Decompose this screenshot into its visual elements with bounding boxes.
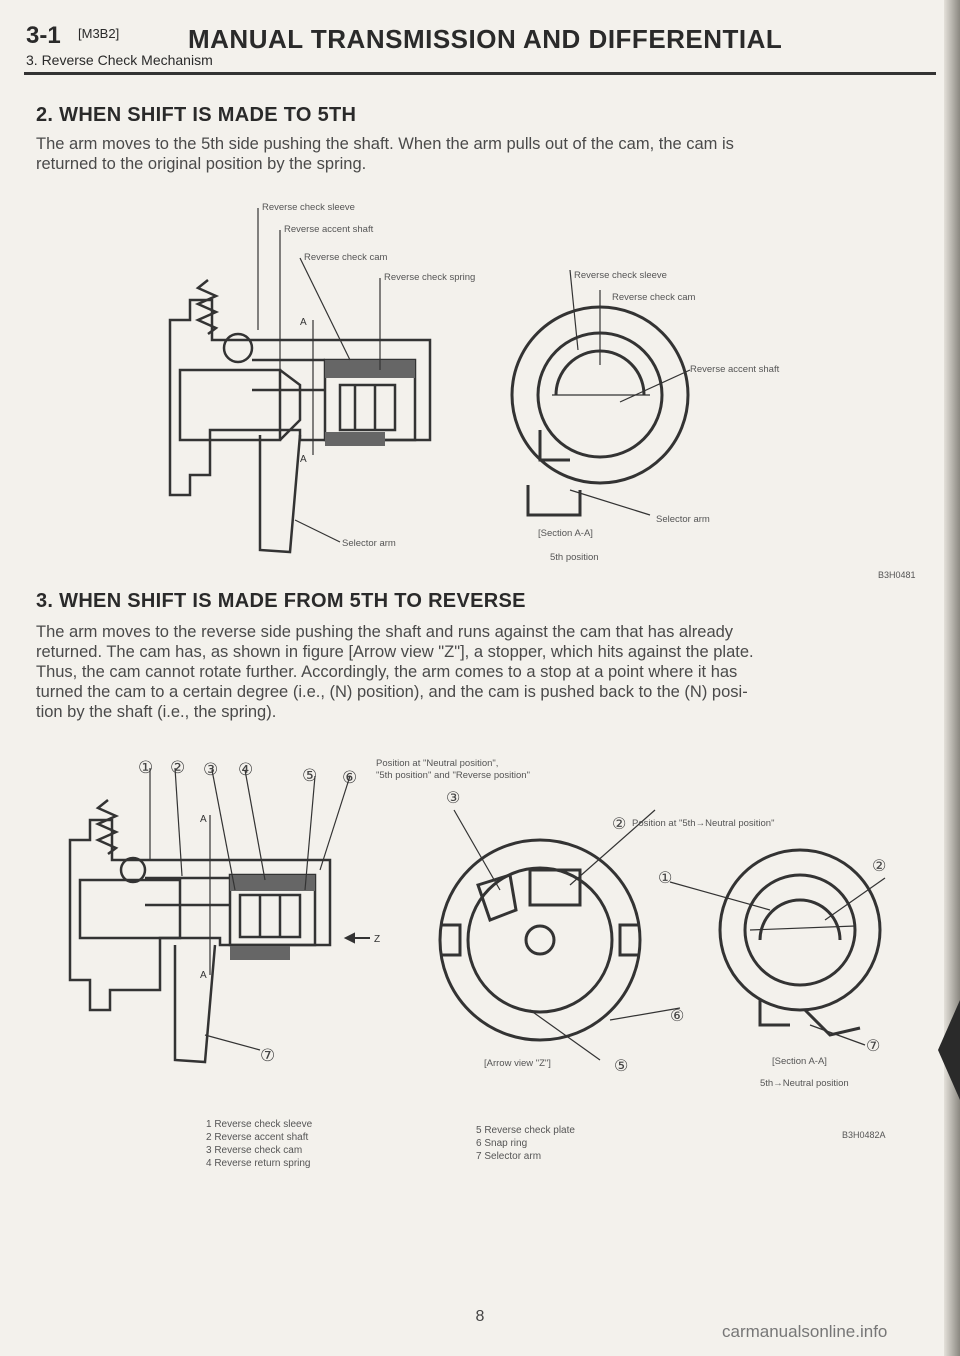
label-reverse-check-cam: Reverse check cam bbox=[304, 252, 388, 263]
label-5th-to-neutral-position: Position at "5th→Neutral position" bbox=[632, 818, 775, 829]
page-edge-shadow bbox=[944, 0, 960, 1356]
section-number: 3-1 bbox=[26, 22, 61, 49]
label-r-reverse-check-sleeve: Reverse check sleeve bbox=[574, 270, 667, 281]
section3-line-5: tion by the shaft (i.e., the spring). bbox=[36, 703, 277, 721]
label-positions-line1: Position at "Neutral position", bbox=[376, 758, 499, 769]
label-selector-arm: Selector arm bbox=[342, 538, 396, 549]
figure1-cross-section: A A bbox=[168, 208, 432, 554]
callout-2-5th-neutral: ② bbox=[612, 816, 627, 833]
figure1-section-aa bbox=[510, 269, 691, 517]
caption-5th-neutral-position: 5th→Neutral position bbox=[760, 1078, 849, 1089]
callout-6-view: ⑥ bbox=[670, 1008, 685, 1025]
figure1-code: B3H0481 bbox=[878, 570, 916, 580]
section2-line-1: The arm moves to the 5th side pushing th… bbox=[36, 135, 734, 153]
callout-1-view: ① bbox=[658, 870, 673, 887]
label-r-reverse-check-cam: Reverse check cam bbox=[612, 292, 696, 303]
legend-item: 2 Reverse accent shaft bbox=[206, 1132, 309, 1143]
label-r-reverse-accent-shaft: Reverse accent shaft bbox=[690, 364, 780, 375]
label-reverse-accent-shaft: Reverse accent shaft bbox=[284, 224, 374, 235]
legend-right: 5 Reverse check plate 6 Snap ring 7 Sele… bbox=[476, 1124, 575, 1163]
arrow-z-label: Z bbox=[374, 934, 380, 945]
section3-line-3: Thus, the cam cannot rotate further. Acc… bbox=[36, 663, 738, 681]
callout-2: ② bbox=[170, 758, 186, 777]
page-subtitle: 3. Reverse Check Mechanism bbox=[26, 52, 213, 68]
callout-5-view: ⑤ bbox=[614, 1058, 629, 1075]
caption-arrow-view-z: [Arrow view "Z"] bbox=[484, 1058, 551, 1069]
legend-item: 4 Reverse return spring bbox=[206, 1158, 311, 1169]
caption-section-aa-2: [Section A-A] bbox=[772, 1056, 827, 1067]
section3-line-2: returned. The cam has, as shown in figur… bbox=[36, 643, 754, 661]
legend-item: 5 Reverse check plate bbox=[476, 1125, 575, 1136]
legend-item: 3 Reverse check cam bbox=[206, 1145, 303, 1156]
section2-heading: 2. WHEN SHIFT IS MADE TO 5TH bbox=[36, 104, 357, 126]
legend-item: 7 Selector arm bbox=[476, 1151, 542, 1162]
marker-a-lower-2: A bbox=[200, 970, 207, 981]
section2-paragraph: The arm moves to the 5th side pushing th… bbox=[36, 134, 936, 174]
figure2-section-aa bbox=[669, 848, 886, 1046]
section3-heading: 3. WHEN SHIFT IS MADE FROM 5TH TO REVERS… bbox=[36, 590, 526, 612]
label-reverse-check-sleeve: Reverse check sleeve bbox=[262, 202, 355, 213]
page-title: MANUAL TRANSMISSION AND DIFFERENTIAL bbox=[188, 24, 783, 54]
callout-3: ③ bbox=[203, 760, 219, 779]
page-number: 8 bbox=[475, 1308, 485, 1325]
legend-item: 6 Snap ring bbox=[476, 1138, 528, 1149]
label-positions-line2: "5th position" and "Reverse position" bbox=[376, 770, 530, 781]
model-code: [M3B2] bbox=[78, 26, 120, 41]
marker-a-lower: A bbox=[300, 454, 307, 465]
section2-line-2: returned to the original position by the… bbox=[36, 155, 367, 173]
caption-section-aa: [Section A-A] bbox=[538, 528, 593, 539]
marker-a-upper-2: A bbox=[200, 814, 207, 825]
section3-line-4: turned the cam to a certain degree (i.e.… bbox=[36, 683, 748, 701]
callout-4: ④ bbox=[238, 760, 254, 779]
section3-line-1: The arm moves to the reverse side pushin… bbox=[36, 623, 734, 641]
marker-a-upper: A bbox=[300, 317, 307, 328]
label-reverse-check-spring: Reverse check spring bbox=[384, 272, 476, 283]
callout-7-section: ⑦ bbox=[866, 1038, 881, 1055]
watermark: carmanualsonline.info bbox=[722, 1322, 888, 1341]
figure2-cross-section: A A Z bbox=[68, 767, 380, 1064]
callout-3-view: ③ bbox=[446, 790, 461, 807]
figure2-arrow-view bbox=[438, 809, 681, 1061]
figure2-code: B3H0482A bbox=[842, 1130, 886, 1140]
header-rule bbox=[24, 72, 936, 75]
legend-left: 1 Reverse check sleeve 2 Reverse accent … bbox=[206, 1118, 312, 1170]
callout-2-section: ② bbox=[872, 858, 887, 875]
caption-5th-position: 5th position bbox=[550, 552, 599, 563]
callout-5: ⑤ bbox=[302, 766, 318, 785]
callout-7-left: ⑦ bbox=[260, 1046, 276, 1065]
callout-1: ① bbox=[138, 758, 154, 777]
label-r-selector-arm: Selector arm bbox=[656, 514, 710, 525]
legend-item: 1 Reverse check sleeve bbox=[206, 1119, 313, 1130]
section3-paragraph: The arm moves to the reverse side pushin… bbox=[36, 622, 936, 722]
